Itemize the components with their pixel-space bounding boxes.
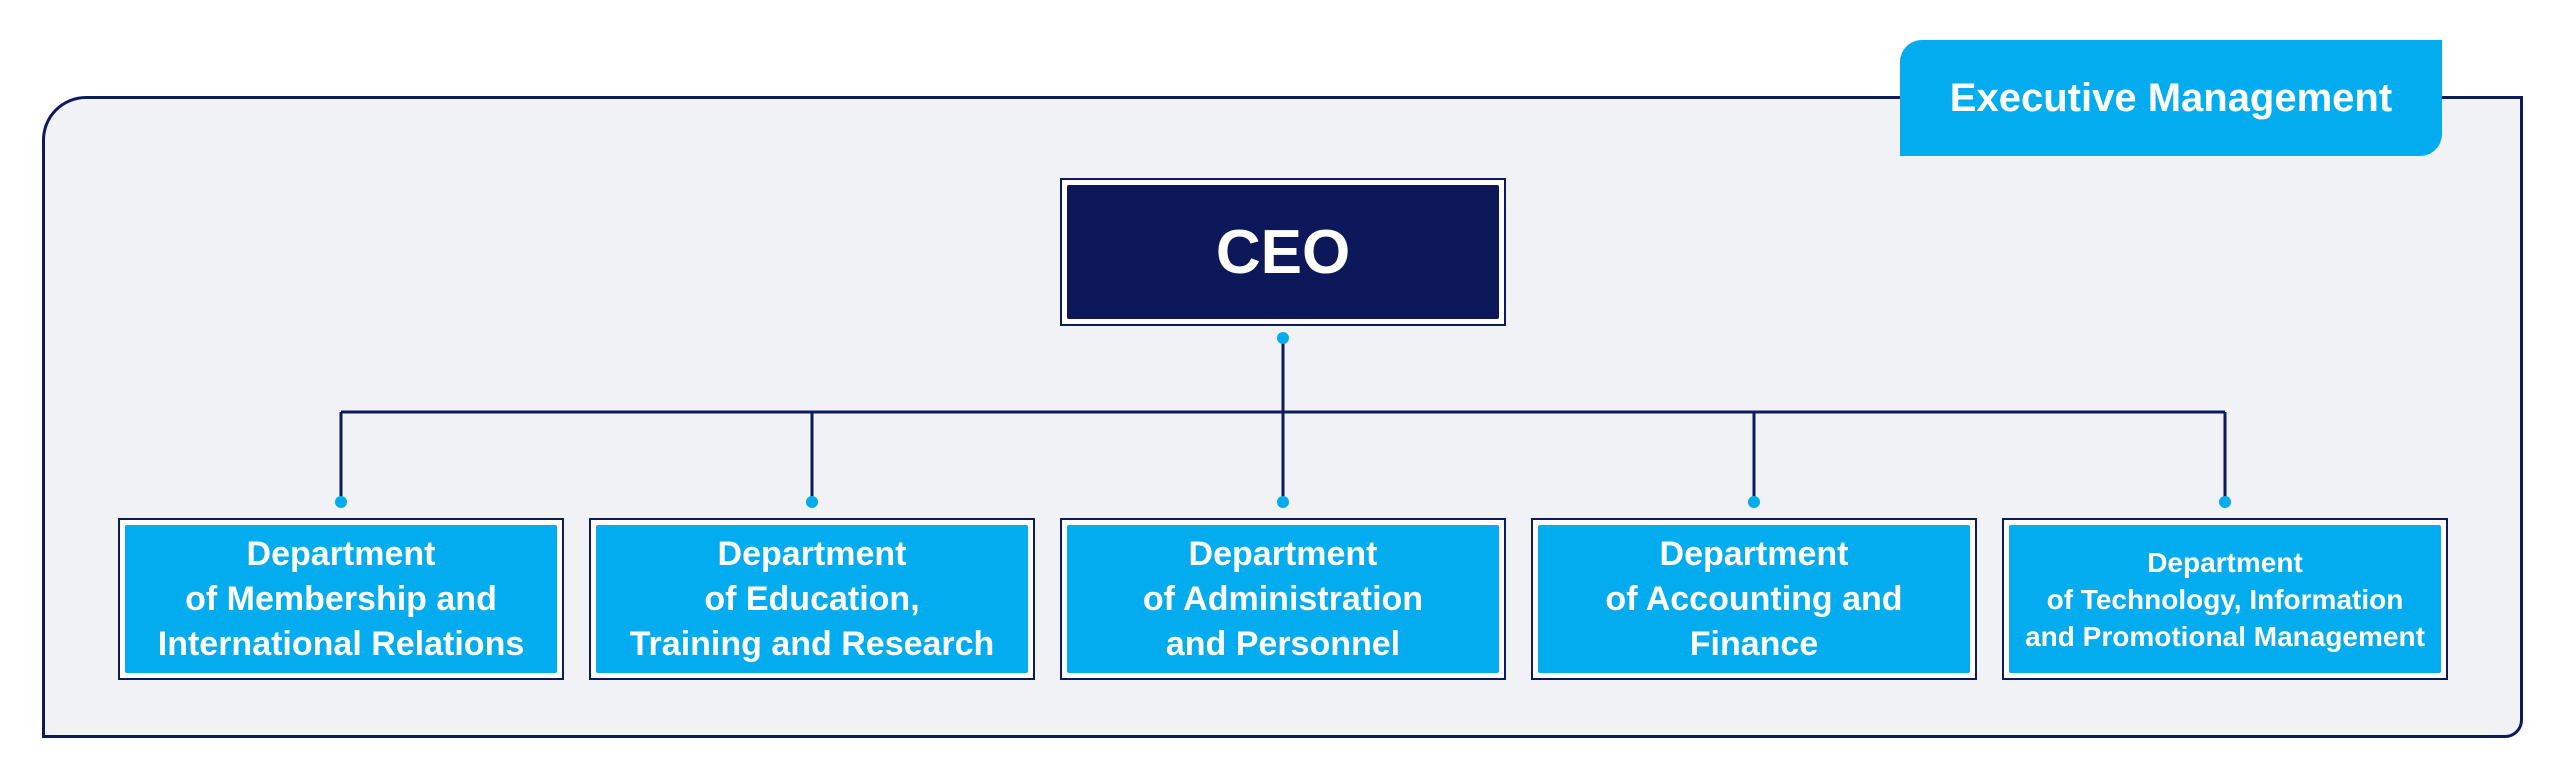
department-node-accounting: Department of Accounting and Finance [1531, 518, 1977, 680]
dept-connector-dot-2 [806, 496, 818, 508]
ceo-label: CEO [1067, 185, 1499, 319]
executive-management-label: Executive Management [1949, 75, 2393, 120]
executive-management-tab: Executive Management [1900, 40, 2442, 156]
dept-connector-dot-3 [1277, 496, 1289, 508]
department-node-administration: Department of Administration and Personn… [1060, 518, 1506, 680]
department-label: Department of Accounting and Finance [1538, 525, 1970, 673]
department-label: Department of Education, Training and Re… [596, 525, 1028, 673]
department-node-membership: Department of Membership and Internation… [118, 518, 564, 680]
department-node-technology: Department of Technology, Information an… [2002, 518, 2448, 680]
department-label: Department of Membership and Internation… [125, 525, 557, 673]
ceo-connector-dot [1277, 332, 1289, 344]
dept-connector-dot-1 [335, 496, 347, 508]
ceo-node: CEO [1060, 178, 1506, 326]
dept-connector-dot-4 [1748, 496, 1760, 508]
department-node-education: Department of Education, Training and Re… [589, 518, 1035, 680]
dept-connector-dot-5 [2219, 496, 2231, 508]
department-label: Department of Administration and Personn… [1067, 525, 1499, 673]
department-label: Department of Technology, Information an… [2009, 525, 2441, 673]
